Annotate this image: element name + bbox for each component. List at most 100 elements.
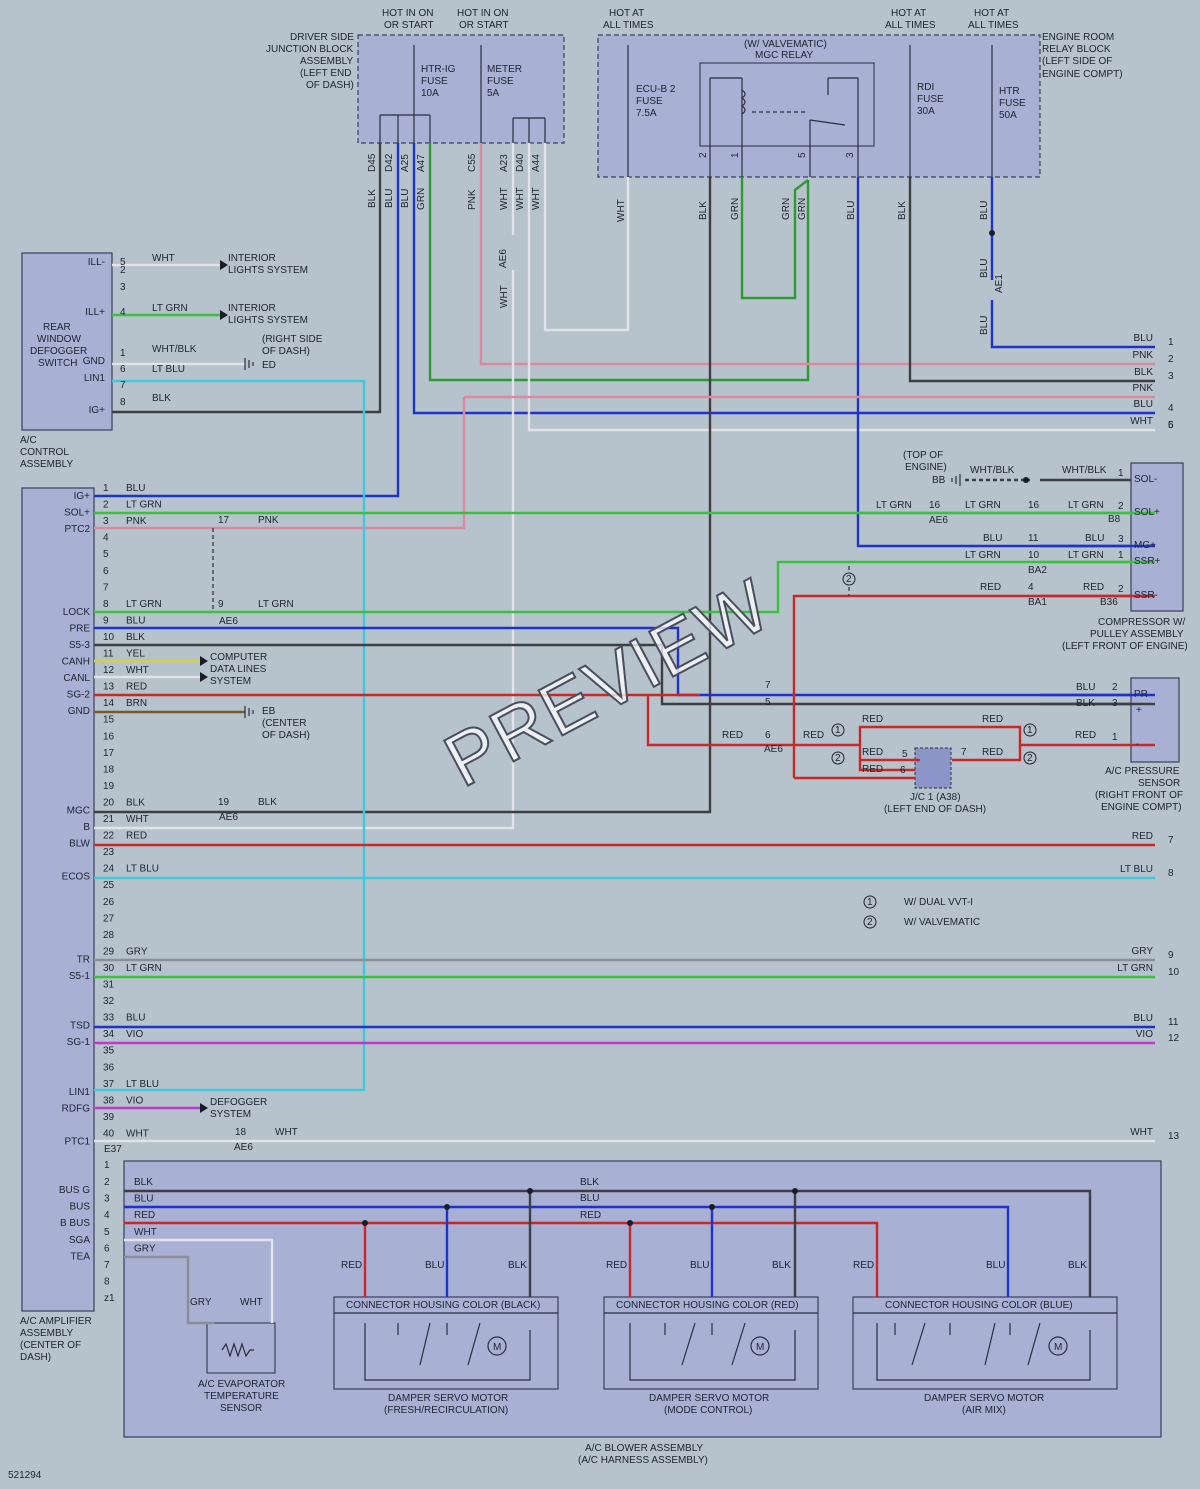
d2-blk: BLK bbox=[772, 1260, 791, 1271]
amp-pin-name-29: TR bbox=[77, 954, 90, 965]
fuse-rdi-3: 30A bbox=[917, 106, 935, 117]
amp-pin-num-22: 22 bbox=[103, 831, 115, 842]
jc-pin-6: 6 bbox=[900, 765, 906, 776]
variant-marker-num-3: 2 bbox=[1027, 753, 1033, 764]
ltgrn-comp-2: LT GRN bbox=[965, 500, 1001, 511]
pin-18: 18 bbox=[235, 1127, 247, 1138]
defogger-sys-1: DEFOGGER bbox=[210, 1097, 267, 1108]
amp-wire-2: LT GRN bbox=[126, 500, 162, 511]
d2-blu: BLU bbox=[690, 1260, 709, 1271]
amp-pin-name-1: IG+ bbox=[74, 491, 91, 502]
note-marker-2 bbox=[863, 915, 877, 929]
motor-2-icon: M bbox=[756, 1342, 764, 1353]
relay-block-title-2: RELAY BLOCK bbox=[1042, 44, 1111, 55]
damper1-title-1: DAMPER SERVO MOTOR bbox=[388, 1393, 508, 1404]
pin-17: 17 bbox=[218, 515, 230, 526]
right-side-dash-1: (RIGHT SIDE bbox=[262, 334, 323, 345]
amp-wire-37: LT BLU bbox=[126, 1079, 159, 1090]
relay-wire-6: BLU bbox=[846, 201, 857, 220]
d3-red: RED bbox=[853, 1260, 874, 1271]
pressure-title-3: (RIGHT FRONT OF bbox=[1095, 790, 1183, 801]
pressure-title-4: ENGINE COMPT) bbox=[1101, 802, 1182, 813]
compressor-pin-num-2: 3 bbox=[1118, 534, 1124, 545]
amp-wire-22: RED bbox=[126, 831, 147, 842]
red-comp-2: RED bbox=[1083, 582, 1104, 593]
blu-comp-1: BLU bbox=[983, 533, 1002, 544]
ltgrn-comp-4: LT GRN bbox=[965, 550, 1001, 561]
amp-title-3: (CENTER OF bbox=[20, 1340, 81, 1351]
right-wire-7: RED bbox=[1132, 831, 1153, 842]
red-6a: RED bbox=[722, 730, 743, 741]
jb-wire-5: PNK bbox=[467, 189, 478, 210]
amp-pin-num-21: 21 bbox=[103, 814, 115, 825]
variant-marker-4 bbox=[842, 572, 856, 586]
right-terminal-6: 6 bbox=[1168, 420, 1174, 431]
computer-data-3: SYSTEM bbox=[210, 676, 251, 687]
ae6-conn-6: AE6 bbox=[764, 744, 783, 755]
amp-pin-num-12: 12 bbox=[103, 665, 115, 676]
amp-wire-34: VIO bbox=[126, 1029, 143, 1040]
mgc-relay-title-1: (W/ VALVEMATIC) bbox=[744, 39, 827, 50]
amp-pin-num-7: 7 bbox=[103, 582, 109, 593]
jb-wire-7: WHT bbox=[515, 187, 526, 210]
control-wire-6: LT BLU bbox=[152, 364, 185, 375]
pressure-pin-num-1: 3 bbox=[1112, 698, 1118, 709]
evap-sensor-box bbox=[206, 1322, 276, 1374]
jb-pin-a23: A23 bbox=[499, 154, 510, 172]
center-dash-2: OF DASH) bbox=[262, 730, 310, 741]
right-terminal-9: 9 bbox=[1168, 950, 1174, 961]
damper2-title-2: (MODE CONTROL) bbox=[664, 1405, 752, 1416]
blower-pin-num-7: 7 bbox=[104, 1260, 110, 1271]
amp-connector-id: E37 bbox=[104, 1144, 122, 1155]
damper2-box bbox=[603, 1296, 819, 1390]
control-pin-name-5: ILL- bbox=[88, 257, 105, 268]
compressor-title-1: COMPRESSOR W/ bbox=[1098, 617, 1185, 628]
compressor-pin-SOL+: SOL+ bbox=[1134, 507, 1160, 518]
amp-pin-num-19: 19 bbox=[103, 781, 115, 792]
compressor-pin-num-3: 1 bbox=[1118, 550, 1124, 561]
variant-marker-2 bbox=[1023, 723, 1037, 737]
amp-wire-10: BLK bbox=[126, 632, 145, 643]
jc1-title-1: J/C 1 (A38) bbox=[910, 792, 961, 803]
right-terminal-12: 12 bbox=[1168, 1033, 1180, 1044]
pressure-pin-minus: - bbox=[1136, 739, 1139, 750]
amp-pin-name-2: SOL+ bbox=[64, 508, 90, 519]
d3-blk: BLK bbox=[1068, 1260, 1087, 1271]
diagram-id: 521294 bbox=[8, 1470, 42, 1481]
blower-pin-name-4: B BUS bbox=[60, 1218, 90, 1229]
control-pin-num-2: 2 bbox=[120, 265, 126, 276]
pin-16b: 16 bbox=[1028, 500, 1040, 511]
eb-ground-label: EB bbox=[262, 706, 276, 717]
control-pin-name-8: IG+ bbox=[89, 405, 106, 416]
fuse-meter-3: 5A bbox=[487, 88, 500, 99]
fuse-rdi-2: FUSE bbox=[917, 94, 944, 105]
defogger-title-4: SWITCH bbox=[38, 358, 77, 369]
fuse-ecub2-3: 7.5A bbox=[636, 108, 657, 119]
right-terminal-11: 11 bbox=[1168, 1017, 1179, 1028]
pin-11: 11 bbox=[1028, 533, 1039, 544]
right-terminal-4: 4 bbox=[1168, 403, 1174, 414]
right-wire-13: WHT bbox=[1130, 1127, 1153, 1138]
variant-marker-0 bbox=[831, 723, 845, 737]
compressor-pin-num-4: 2 bbox=[1118, 584, 1124, 595]
amp-pin-num-24: 24 bbox=[103, 864, 115, 875]
amp-pin-num-18: 18 bbox=[103, 764, 115, 775]
right-terminal-10: 10 bbox=[1168, 967, 1180, 978]
defogger-title-3: DEFOGGER bbox=[30, 346, 87, 357]
ltgrn-comp-5: LT GRN bbox=[1068, 550, 1104, 561]
pin-10: 10 bbox=[1028, 550, 1040, 561]
amp-pin-num-14: 14 bbox=[103, 698, 115, 709]
control-pin-num-8: 8 bbox=[120, 397, 126, 408]
amp-pin-name-37: LIN1 bbox=[69, 1087, 91, 1098]
power-all2-1: HOT AT bbox=[891, 8, 926, 19]
amp-wire-33: BLU bbox=[126, 1013, 145, 1024]
amp-pin-num-26: 26 bbox=[103, 897, 115, 908]
pressure-title-2: SENSOR bbox=[1138, 778, 1180, 789]
control-pin-num-7: 7 bbox=[120, 380, 126, 391]
compressor-box bbox=[1130, 462, 1184, 612]
power-ig1-1: HOT IN ON bbox=[382, 8, 433, 19]
amp-pin-num-2: 2 bbox=[103, 500, 109, 511]
compressor-pin-SSR+: SSR+ bbox=[1134, 556, 1161, 567]
right-wire-2: BLK bbox=[1134, 367, 1153, 378]
fuse-htrig-1: HTR-IG bbox=[421, 64, 456, 75]
